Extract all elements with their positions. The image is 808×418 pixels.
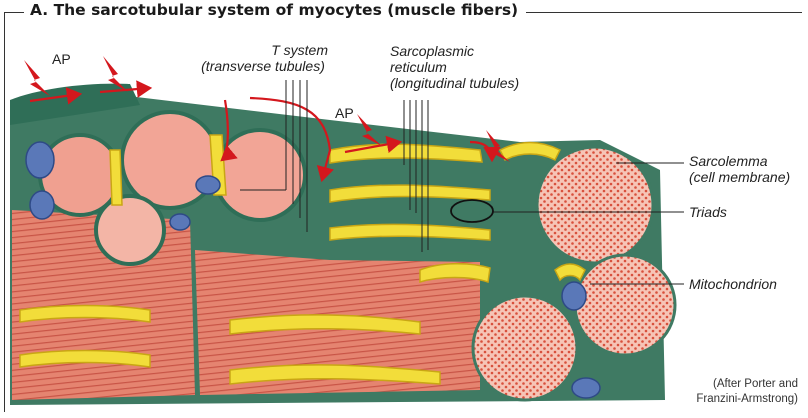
sr-label-line1: Sarcoplasmic bbox=[390, 43, 519, 59]
t-system-label-line2: (transverse tubules) bbox=[198, 58, 328, 74]
myofibril-cross-section bbox=[96, 196, 164, 264]
myofibril-cross-section-dotted bbox=[575, 255, 675, 355]
sarcolemma-label: Sarcolemma (cell membrane) bbox=[689, 153, 790, 185]
myofibril-cross-section bbox=[215, 130, 305, 220]
credit-line2: Franzini-Armstrong) bbox=[696, 392, 798, 407]
sarcolemma-label-line1: Sarcolemma bbox=[689, 153, 790, 169]
t-system-label-line1: T system bbox=[248, 42, 328, 58]
myofibril-cross-section-dotted bbox=[473, 296, 577, 400]
figure-credit: (After Porter and Franzini-Armstrong) bbox=[696, 377, 798, 407]
myofibril-cross-section-dotted bbox=[537, 147, 653, 263]
credit-line1: (After Porter and bbox=[696, 377, 798, 392]
ap-label-left: AP bbox=[52, 51, 71, 67]
sr-label-line3: (longitudinal tubules) bbox=[390, 75, 519, 91]
mitochondrion-label: Mitochondrion bbox=[689, 276, 777, 292]
ap-label-middle: AP bbox=[335, 105, 354, 121]
sr-label-line2: reticulum bbox=[390, 59, 519, 75]
t-system-label: T system (transverse tubules) bbox=[248, 42, 328, 74]
triads-label: Triads bbox=[689, 204, 727, 220]
sarcolemma-label-line2: (cell membrane) bbox=[689, 169, 790, 185]
sarcoplasmic-reticulum-label: Sarcoplasmic reticulum (longitudinal tub… bbox=[390, 43, 519, 91]
